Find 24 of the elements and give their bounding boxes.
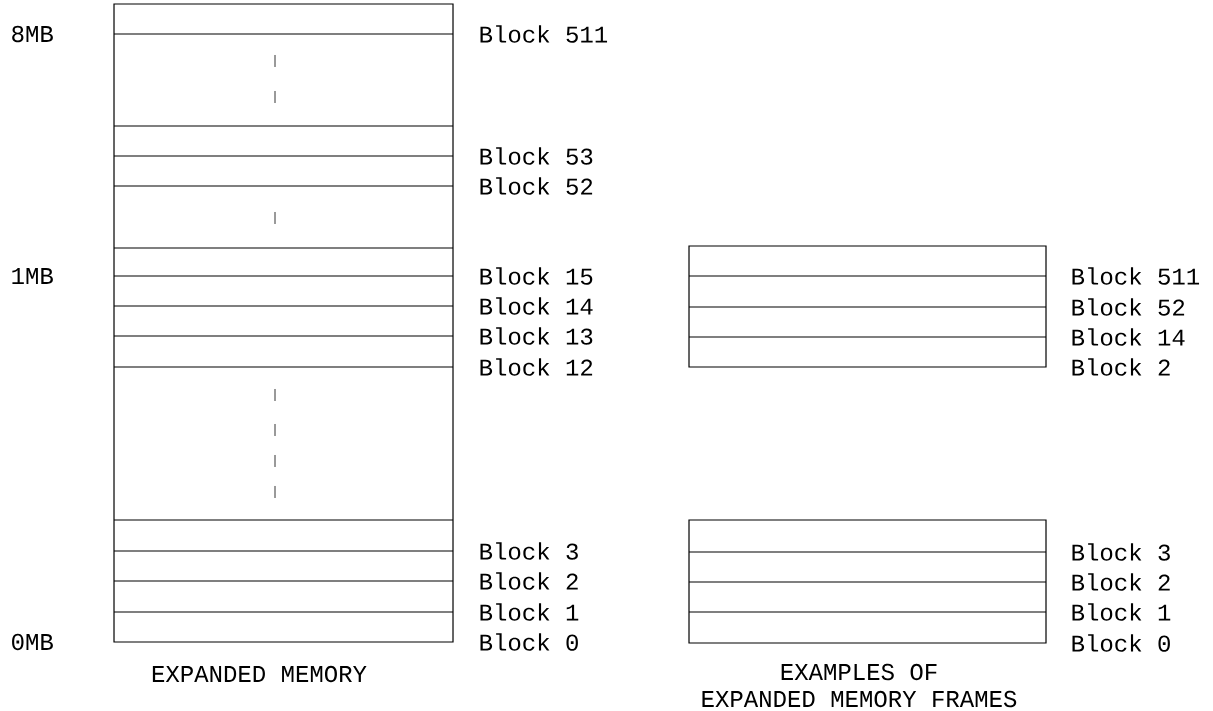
block-label: Block 0 [1072,634,1170,652]
block-label: Block 511 [480,25,608,43]
block-label: Block 53 [480,147,593,165]
block-label: Block 15 [480,267,593,285]
block-label: Block 2 [1072,573,1170,591]
block-label: Block 0 [480,633,578,651]
block-label: Block 3 [1072,543,1170,561]
scale-label: 0MB [12,633,53,651]
block-label: Block 3 [480,542,578,560]
block-label: Block 52 [480,177,593,195]
scale-label: 8MB [12,25,53,43]
caption-text: EXPANDED MEMORY [152,665,367,683]
block-label: Block 14 [1072,328,1185,346]
block-label: Block 1 [1072,603,1171,621]
block-label: Block 2 [1072,358,1170,376]
block-label: Block 1 [480,603,579,621]
block-label: Block 52 [1072,298,1185,316]
block-label: Block 2 [480,572,578,590]
caption-text: EXPANDED MEMORY FRAMES [702,690,1017,708]
block-label: Block 14 [480,297,593,315]
block-label: Block 511 [1072,267,1200,285]
scale-label: 1MB [12,268,53,284]
block-label: Block 13 [480,327,593,345]
block-label: Block 12 [480,358,593,376]
